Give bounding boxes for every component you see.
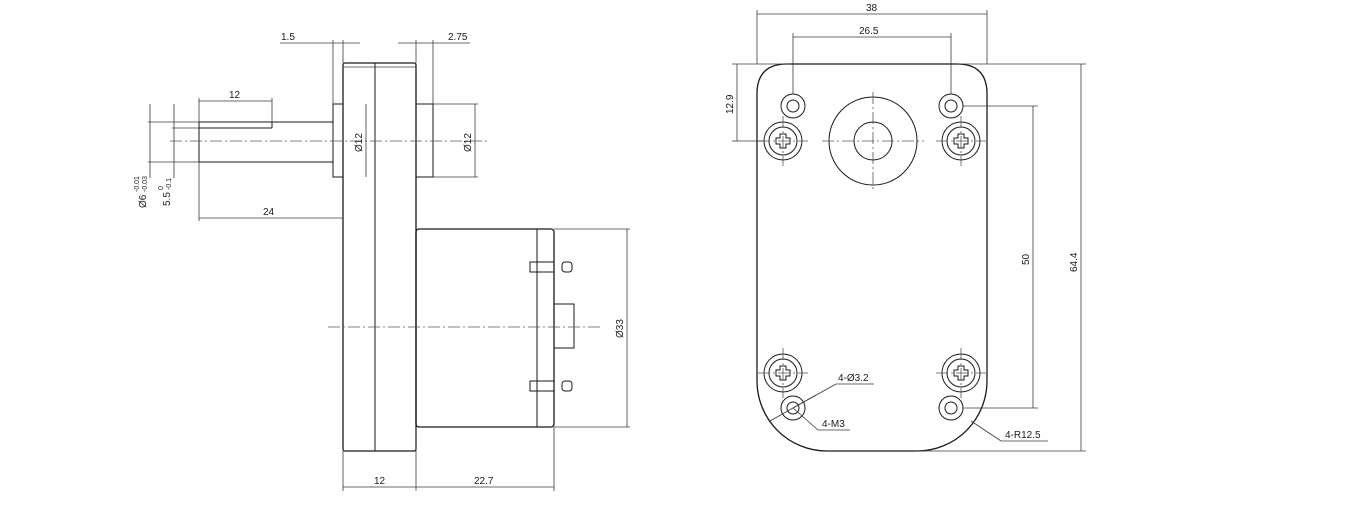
dim-hole-spacing-x: 26.5 (859, 26, 879, 37)
callout-thread: 4-M3 (822, 419, 845, 430)
output-shaft (198, 121, 334, 163)
dim-boss-dia-left: Ø12 (354, 133, 365, 152)
motor-endcap-boss (553, 303, 575, 349)
dim-shaft-tol-upper: -0.01 (134, 176, 141, 192)
dim-flat-tol-upper: 0 (158, 186, 165, 190)
motor-body (415, 228, 555, 428)
dim-top-to-hole: 12.9 (725, 94, 736, 114)
screw-tl (758, 116, 808, 166)
mount-hole-tl (780, 93, 806, 119)
callout-hole-dia: 4-Ø3.2 (838, 373, 869, 384)
dim-flange-step-right: 2.75 (448, 32, 468, 43)
screw-br (936, 348, 986, 398)
output-boss-right (415, 103, 434, 178)
screw-tr (936, 116, 986, 166)
dim-motor-dia: Ø33 (615, 319, 626, 338)
dim-motor-length: 22.7 (474, 476, 494, 487)
dim-flat-tol-lower: -0.1 (166, 178, 173, 190)
dim-hole-spacing-y: 50 (1021, 253, 1032, 265)
dim-shaft-length: 24 (263, 207, 275, 218)
dim-shaft-tol-lower: -0.03 (142, 176, 149, 192)
dim-shaft-dia: Ø6 (138, 194, 149, 208)
dim-flange-step-left: 1.5 (281, 32, 295, 43)
terminal-top (529, 261, 555, 273)
dim-flat-length: 12 (229, 90, 241, 101)
terminal-bottom (529, 380, 555, 392)
side-view: 1.5 2.75 12 24 Ø6 -0.01 -0.03 5.5 0 -0.1 (134, 32, 630, 491)
mount-hole-bl (780, 395, 806, 421)
front-view: 38 26.5 12.9 50 64.4 4-Ø3.2 (725, 3, 1086, 452)
output-boss-left (332, 103, 344, 178)
screw-bl (758, 348, 808, 398)
dim-flat-width: 5.5 (162, 192, 173, 206)
terminal-bottom-tab (561, 380, 573, 392)
dim-boss-dia-right: Ø12 (463, 133, 474, 152)
dim-gearbox-thickness: 12 (374, 476, 386, 487)
callout-corner-radius: 4-R12.5 (1005, 430, 1041, 441)
dim-overall-height: 64.4 (1069, 252, 1080, 272)
leader-line (792, 407, 819, 431)
mount-hole-tr (938, 93, 964, 119)
mount-hole-br (938, 395, 964, 421)
dim-overall-width: 38 (866, 3, 878, 14)
gearbox-plate (342, 62, 417, 452)
leader-line (970, 420, 1002, 442)
terminal-top-tab (561, 261, 573, 273)
